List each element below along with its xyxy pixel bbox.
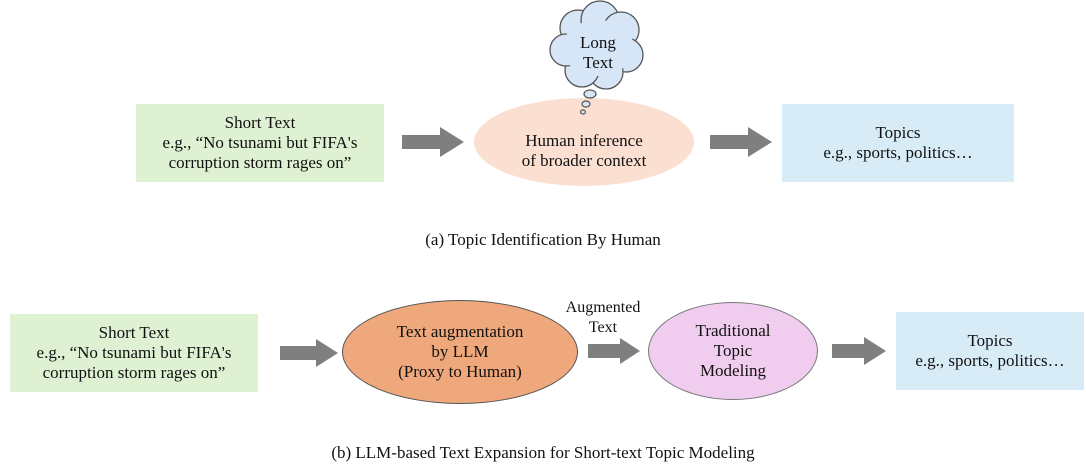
short-text-title: Short Text	[224, 113, 296, 132]
augmented-label-line1: Augmented	[565, 299, 641, 316]
topics-box-a: Topics e.g., sports, politics…	[782, 104, 1014, 182]
topics-title: Topics	[967, 331, 1013, 350]
topics-title: Topics	[875, 123, 921, 142]
short-text-example-line2: corruption storm rages on”	[42, 363, 226, 382]
arrow-a1	[402, 127, 464, 157]
llm-augmentation-line3: (Proxy to Human)	[398, 362, 522, 381]
llm-augmentation-line1: Text augmentation	[396, 322, 524, 341]
human-inference-line1: Human inference	[525, 131, 643, 150]
short-text-example-line1: e.g., “No tsunami but FIFA's	[162, 133, 358, 152]
llm-augmentation-ellipse: Text augmentation by LLM (Proxy to Human…	[342, 300, 578, 404]
llm-augmentation-line2: by LLM	[431, 342, 489, 361]
arrow-a2	[710, 127, 772, 157]
caption-b: (b) LLM-based Text Expansion for Short-t…	[331, 443, 755, 462]
short-text-title: Short Text	[98, 323, 170, 342]
augmented-label-line2: Text	[588, 319, 618, 336]
caption-a: (a) Topic Identification By Human	[425, 230, 661, 249]
topics-box-b: Topics e.g., sports, politics…	[896, 312, 1084, 390]
human-inference-line2: of broader context	[521, 151, 647, 170]
arrow-b2	[588, 338, 640, 364]
short-text-box-b: Short Text e.g., “No tsunami but FIFA's …	[10, 314, 258, 392]
thought-cloud-text: Long Text	[548, 33, 648, 73]
arrow-b3	[832, 337, 886, 365]
arrow-b1	[280, 339, 338, 367]
topic-modeling-ellipse: Traditional Topic Modeling	[648, 302, 818, 400]
augmented-text-label: Augmented Text	[560, 298, 646, 338]
short-text-example-line2: corruption storm rages on”	[168, 153, 352, 172]
cloud-line2: Text	[583, 53, 613, 72]
topic-modeling-line2: Topic	[713, 341, 753, 360]
thought-cloud-icon	[549, 0, 644, 115]
topic-modeling-line3: Modeling	[699, 361, 767, 380]
topic-modeling-line1: Traditional	[695, 321, 771, 340]
topics-example: e.g., sports, politics…	[915, 351, 1065, 370]
topics-example: e.g., sports, politics…	[823, 143, 973, 162]
cloud-line1: Long	[580, 33, 616, 52]
short-text-box-a: Short Text e.g., “No tsunami but FIFA's …	[136, 104, 384, 182]
short-text-example-line1: e.g., “No tsunami but FIFA's	[36, 343, 232, 362]
